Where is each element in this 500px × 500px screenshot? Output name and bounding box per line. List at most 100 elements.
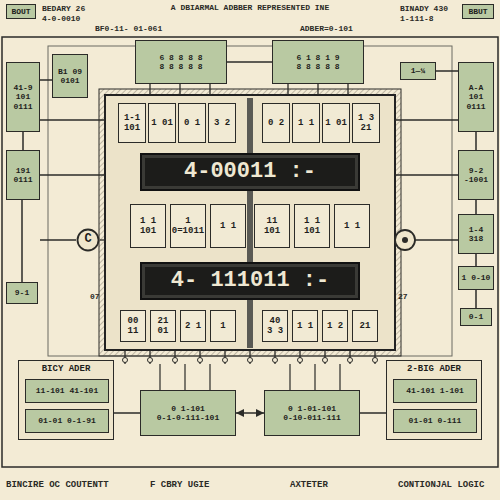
cell-box: 0 1 [178, 103, 206, 143]
node-text: 0 1-01-101 [288, 404, 336, 413]
bus-wire [179, 84, 180, 95]
green-box: 0 1-1010-1-0-111-101 [140, 390, 236, 436]
connector-wire [475, 200, 477, 214]
green-box: BBUT [462, 4, 494, 19]
cell-box: 1 1 [292, 310, 318, 342]
chip-body [105, 95, 395, 350]
node-text: 0 1 [184, 118, 200, 128]
circle-terminal: C [76, 228, 100, 252]
node-text: 1 01 [325, 118, 347, 128]
pin-dot [298, 358, 303, 363]
cell-box: 1 2 [322, 310, 348, 342]
node-text: 21 01 [153, 316, 173, 337]
node-text: 0-1-0-111-101 [157, 413, 219, 422]
node-text: 4-00011 :- [184, 159, 316, 184]
green-box: 1-4 318 [458, 214, 494, 254]
cell-box: 21 [352, 310, 378, 342]
node-text: 1 2 [327, 321, 343, 331]
green-box: 191 0111 [6, 150, 40, 200]
node-text: 1 3 21 [355, 113, 377, 134]
pin-wire [339, 364, 340, 390]
node-text: 8 8 8 8 8 [296, 62, 339, 71]
node-text: C [84, 233, 91, 247]
node-text: 1 1 [297, 321, 313, 331]
cell-box: 1-1 101 [118, 103, 146, 143]
node-text: 6 8 8 8 8 [159, 53, 202, 62]
node-text: 191 0111 [9, 166, 37, 184]
connector-wire [360, 412, 386, 414]
node-text: 1 1 [298, 118, 314, 128]
bus-wire [149, 84, 150, 95]
node-text: 1 [220, 321, 225, 331]
terminal-symbol [395, 230, 415, 250]
cell-box: 1 1 [334, 204, 370, 248]
cell-box: 21 01 [150, 310, 176, 342]
node-text: 21 [360, 321, 371, 331]
node-text: 1-1 101 [121, 113, 143, 134]
pin-wire [314, 364, 315, 390]
pin-wire [159, 364, 160, 390]
node-text: 0-10-011-111 [283, 413, 341, 422]
adder-panel: BICY ADER11-101 41-10101-01 0-1-91 [18, 360, 114, 440]
connector-wire [475, 290, 477, 308]
connector-wire [227, 61, 272, 63]
green-box: 6 8 8 8 88 8 8 8 8 [135, 40, 227, 84]
node-text: BOUT [11, 7, 30, 16]
display-banner: 4- 111011 :- [140, 262, 360, 300]
bus-wire [209, 84, 210, 95]
pin-dot [248, 358, 253, 363]
green-box: 0-1 [460, 308, 492, 326]
pin-dot [373, 358, 378, 363]
pin-dot [273, 358, 278, 363]
backplane-frame [48, 46, 452, 356]
node-text: 4- 111011 :- [171, 268, 329, 293]
green-box: 1 0-10 [458, 266, 494, 290]
bus-wire [287, 84, 288, 95]
pin-wire [209, 364, 210, 390]
cell-box: 00 11 [120, 310, 146, 342]
node-text: 0 2 [268, 118, 284, 128]
cell-box: 11 101 [254, 204, 290, 248]
connector-wire [436, 70, 458, 72]
pin-dot [223, 358, 228, 363]
green-box: 9-2 -1001 [458, 150, 494, 200]
cell-box: 1 1 101 [294, 204, 330, 248]
annotation-label: AXTETER [290, 480, 328, 490]
pin-wire [289, 364, 290, 390]
node-text: 9-2 -1001 [461, 166, 491, 184]
cell-box: 40 3 3 [262, 310, 288, 342]
terminal-ring [78, 230, 99, 251]
green-box: 01-01 0-111 [393, 409, 477, 433]
cell-box: 1 01 [322, 103, 350, 143]
green-box: BOUT [6, 4, 36, 19]
cell-box: 0 2 [262, 103, 290, 143]
bus-wire [395, 174, 458, 175]
bus-wire [347, 84, 348, 95]
annotation-label: ADBER=0-101 [300, 24, 353, 33]
chip-divider [247, 98, 253, 348]
terminal-dot [402, 237, 408, 243]
bus-wire [100, 239, 105, 240]
node-text: 8 8 8 8 8 [159, 62, 202, 71]
connector-wire [40, 79, 52, 81]
green-box: 11-101 41-101 [25, 379, 109, 403]
node-text: 2 1 [185, 321, 201, 331]
bus-wire [40, 174, 105, 175]
annotation-label: 1-111-8 [400, 14, 434, 23]
pin-dot [198, 358, 203, 363]
node-text: 9-1 [15, 288, 29, 297]
pin-dot [323, 358, 328, 363]
bus-wire [40, 239, 76, 240]
chip-shadow [99, 89, 401, 356]
green-box: 41-9 101 0111 [6, 62, 40, 132]
node-text: 1-4 318 [461, 225, 491, 243]
node-text: B1 09 0101 [55, 67, 85, 85]
annotation-label: 4-0-0010 [42, 14, 80, 23]
annotation-label: BF0-11- 01-061 [95, 24, 162, 33]
node-text: 01-01 0-1-91 [38, 416, 96, 425]
cell-box: 1 1 [210, 204, 246, 248]
pin-dot [123, 358, 128, 363]
node-text: 1 1 101 [297, 216, 327, 237]
annotation-label: 07 [90, 292, 100, 301]
